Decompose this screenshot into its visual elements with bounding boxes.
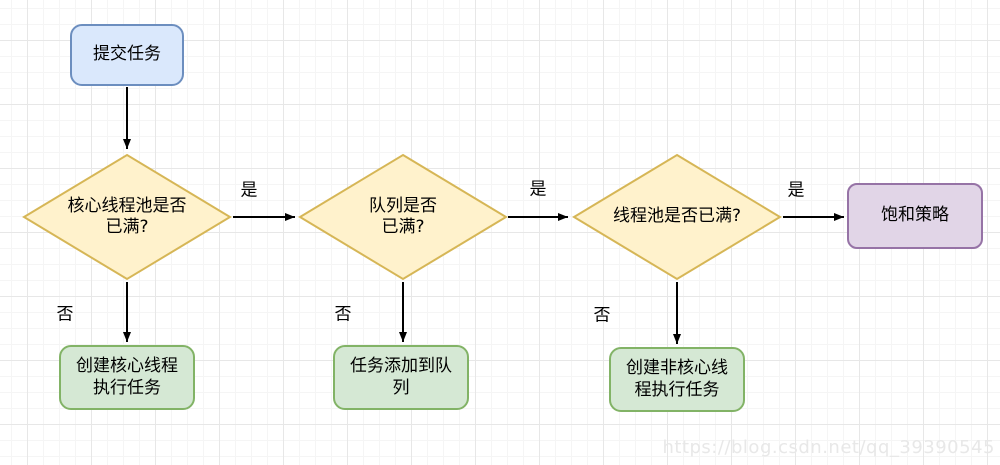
start-node-label: 提交任务 [93,44,161,65]
diamond-shape [298,153,508,281]
create-core-thread-label: 创建核心线程 执行任务 [76,356,178,398]
decision-queue-full: 队列是否 已满? [298,153,508,281]
edge-label-no-3: 否 [593,305,611,326]
edge-label-yes-2: 是 [529,179,547,200]
saturation-policy-label: 饱和策略 [881,205,949,226]
create-noncore-thread-label: 创建非核心线 程执行任务 [626,358,728,400]
diamond-shape [572,153,782,281]
edge-label-yes-1: 是 [240,180,258,201]
saturation-policy-node: 饱和策略 [847,183,983,249]
watermark-url: https://blog.csdn.net/qq_39390545 [662,437,995,458]
decision-core-pool-label: 核心线程池是否 已满? [67,195,187,237]
decision-pool-full: 线程池是否已满? [572,153,782,281]
decision-core-pool-full: 核心线程池是否 已满? [22,153,232,281]
process-create-noncore-thread: 创建非核心线 程执行任务 [609,347,745,412]
start-node-submit-task: 提交任务 [70,24,184,86]
decision-pool-label: 线程池是否已满? [612,206,742,227]
decision-queue-label: 队列是否 已满? [369,195,437,237]
edge-label-yes-3: 是 [787,180,805,201]
diamond-shape [22,153,232,281]
edge-label-no-1: 否 [56,304,74,325]
process-create-core-thread: 创建核心线程 执行任务 [59,345,195,410]
process-add-task-to-queue: 任务添加到队 列 [333,345,469,410]
edge-label-no-2: 否 [334,304,352,325]
add-task-to-queue-label: 任务添加到队 列 [350,356,452,398]
